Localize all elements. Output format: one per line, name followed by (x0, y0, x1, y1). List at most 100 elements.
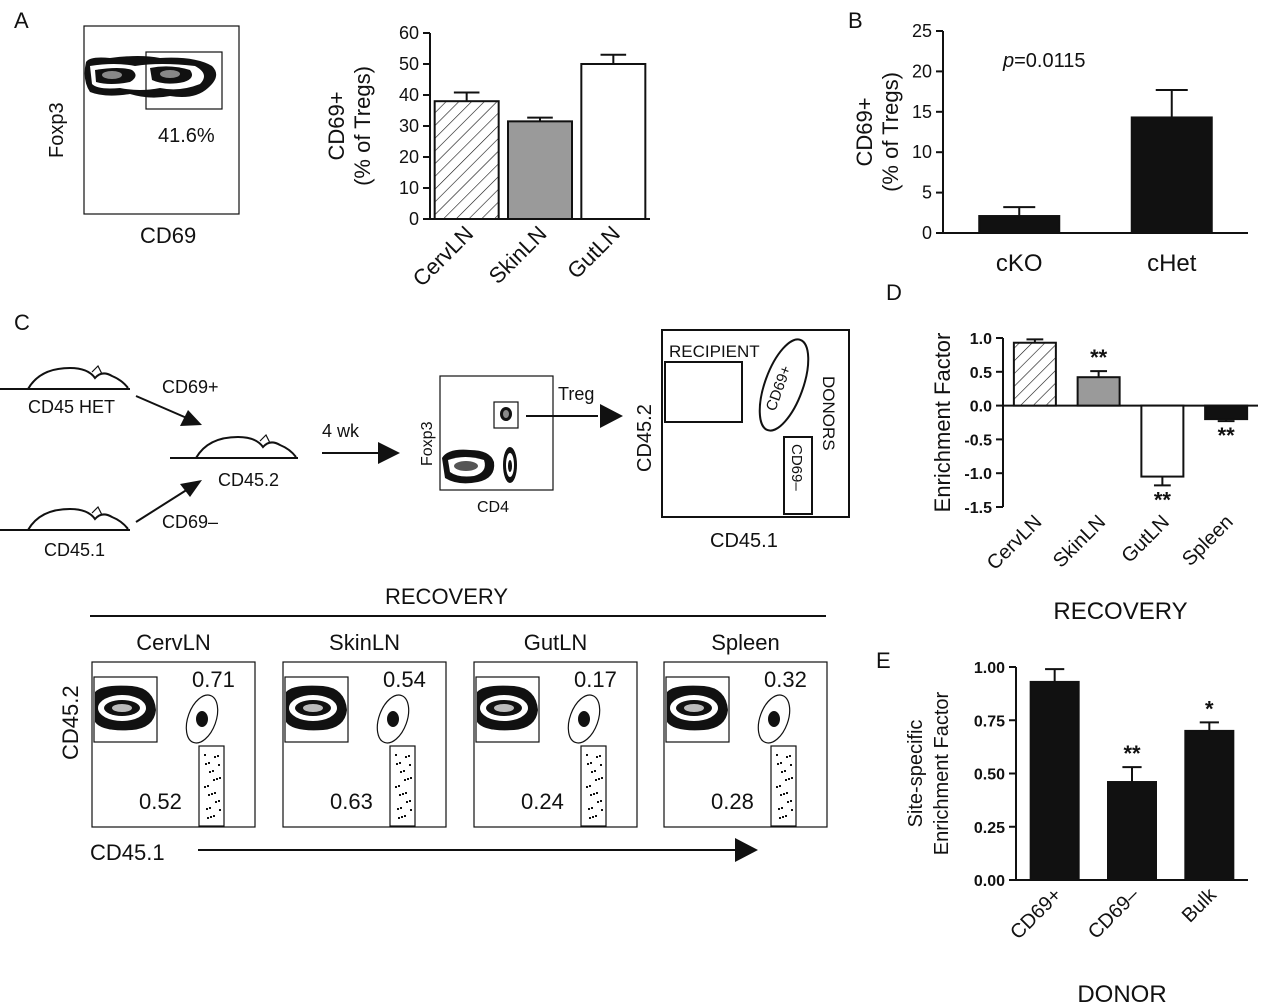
event-dot (785, 815, 787, 817)
chart-e: 0.000.250.500.751.00CD69+**CD69–*BulkSit… (905, 660, 1248, 1006)
event-dot (401, 816, 403, 818)
event-dot (218, 764, 220, 766)
y-tick-label: 1.00 (974, 660, 1005, 677)
event-dot (786, 792, 788, 794)
bar-gutln (580, 63, 647, 220)
event-dot (409, 764, 411, 766)
event-dot (601, 777, 603, 779)
chart-d: -1.5-1.0-0.50.00.51.0CervLN**SkinLN**Gut… (930, 331, 1258, 625)
y-tick-label: 30 (399, 116, 419, 136)
gate-percent: 41.6% (158, 125, 215, 147)
event-dot (402, 793, 404, 795)
event-dot (777, 763, 779, 765)
event-dot (592, 816, 594, 818)
event-dot (594, 770, 596, 772)
cd69-pos-frequency: 0.32 (764, 667, 807, 692)
y-axis-label: (% of Tregs) (350, 66, 375, 186)
event-dot (788, 778, 790, 780)
cd69-neg-gate (783, 436, 813, 515)
cd69-neg-gate (770, 745, 797, 827)
event-dot (787, 801, 789, 803)
bar-chet (1130, 116, 1213, 234)
event-dot (214, 792, 216, 794)
event-dot (405, 792, 407, 794)
event-dot (781, 807, 783, 809)
flow-ylabel-foxp3: Foxp3 (46, 102, 68, 158)
cd69-pos-frequency: 0.17 (574, 667, 617, 692)
event-dot (209, 807, 211, 809)
contour-core (112, 704, 132, 712)
arrow-label-cd69-neg: CD69– (162, 512, 218, 532)
cd69-pos-cluster (387, 711, 399, 727)
event-dot (791, 777, 793, 779)
donors-label: DONORS (819, 376, 838, 451)
schematic-ylabel: CD45.2 (634, 404, 656, 472)
event-dot (395, 786, 397, 788)
panel-label-b: B (848, 8, 863, 33)
x-axis-label: RECOVERY (1053, 598, 1187, 625)
event-dot (589, 817, 591, 819)
event-dot (208, 794, 210, 796)
y-axis-label: CD69+ (324, 91, 349, 160)
event-dot (404, 779, 406, 781)
y-tick-label: 0.25 (974, 820, 1005, 837)
event-dot (591, 807, 593, 809)
recipient-gate (284, 676, 349, 743)
event-dot (779, 817, 781, 819)
event-dot (214, 756, 216, 758)
cd69-pos-frequency: 0.54 (383, 667, 426, 692)
y-tick-label: 20 (399, 147, 419, 167)
bar-skinln (507, 120, 573, 220)
event-dot (776, 754, 778, 756)
bar-bulk (1184, 729, 1235, 882)
recovery-flow-row: CervLN0.710.52SkinLN0.540.63GutLN0.170.2… (91, 630, 828, 828)
cd69-pos-gate (376, 694, 410, 744)
event-dot (776, 786, 778, 788)
bar-spleen (1204, 404, 1249, 421)
event-dot (589, 785, 591, 787)
bar-gutln (1140, 404, 1185, 478)
recovery-title: RECOVERY (385, 584, 508, 609)
event-dot (597, 801, 599, 803)
recipient-gate-box (664, 361, 743, 423)
event-dot (204, 786, 206, 788)
recipient-gate-label: RECIPIENT (669, 342, 760, 361)
event-dot (780, 762, 782, 764)
event-dot (215, 801, 217, 803)
event-dot (410, 809, 412, 811)
event-dot (398, 817, 400, 819)
significance-marker: ** (1123, 741, 1141, 766)
y-tick-label: 15 (912, 102, 932, 122)
y-tick-label: 10 (399, 178, 419, 198)
flow-frame (91, 661, 256, 828)
event-dot (784, 770, 786, 772)
bar-cervln (433, 100, 500, 220)
bar-cd69 (1029, 680, 1080, 881)
category-label: cHet (1147, 250, 1197, 277)
mouse-icon-cd45-het (0, 364, 130, 390)
category-label: SkinLN (1049, 511, 1110, 572)
y-tick-label: -1.5 (964, 500, 992, 517)
contour-core (494, 704, 514, 712)
event-dot (217, 755, 219, 757)
cd69-neg-frequency: 0.63 (330, 789, 373, 814)
cd69-pos-gate (567, 694, 601, 744)
cd69-neg-gate (389, 745, 416, 827)
flow-frame (473, 661, 638, 828)
flow-frame (663, 661, 828, 828)
event-dot (212, 770, 214, 772)
site-label: GutLN (524, 630, 588, 655)
event-dot (587, 763, 589, 765)
cd69-neg-frequency: 0.24 (521, 789, 564, 814)
event-dot (598, 778, 600, 780)
event-dot (213, 779, 215, 781)
cd69-pos-gate (757, 694, 791, 744)
event-dot (210, 816, 212, 818)
y-axis-label: CD69+ (852, 97, 877, 166)
arrowhead (735, 838, 758, 862)
mini-flow-xlabel: CD4 (477, 499, 509, 516)
y-axis-label: Enrichment Factor (930, 333, 955, 513)
